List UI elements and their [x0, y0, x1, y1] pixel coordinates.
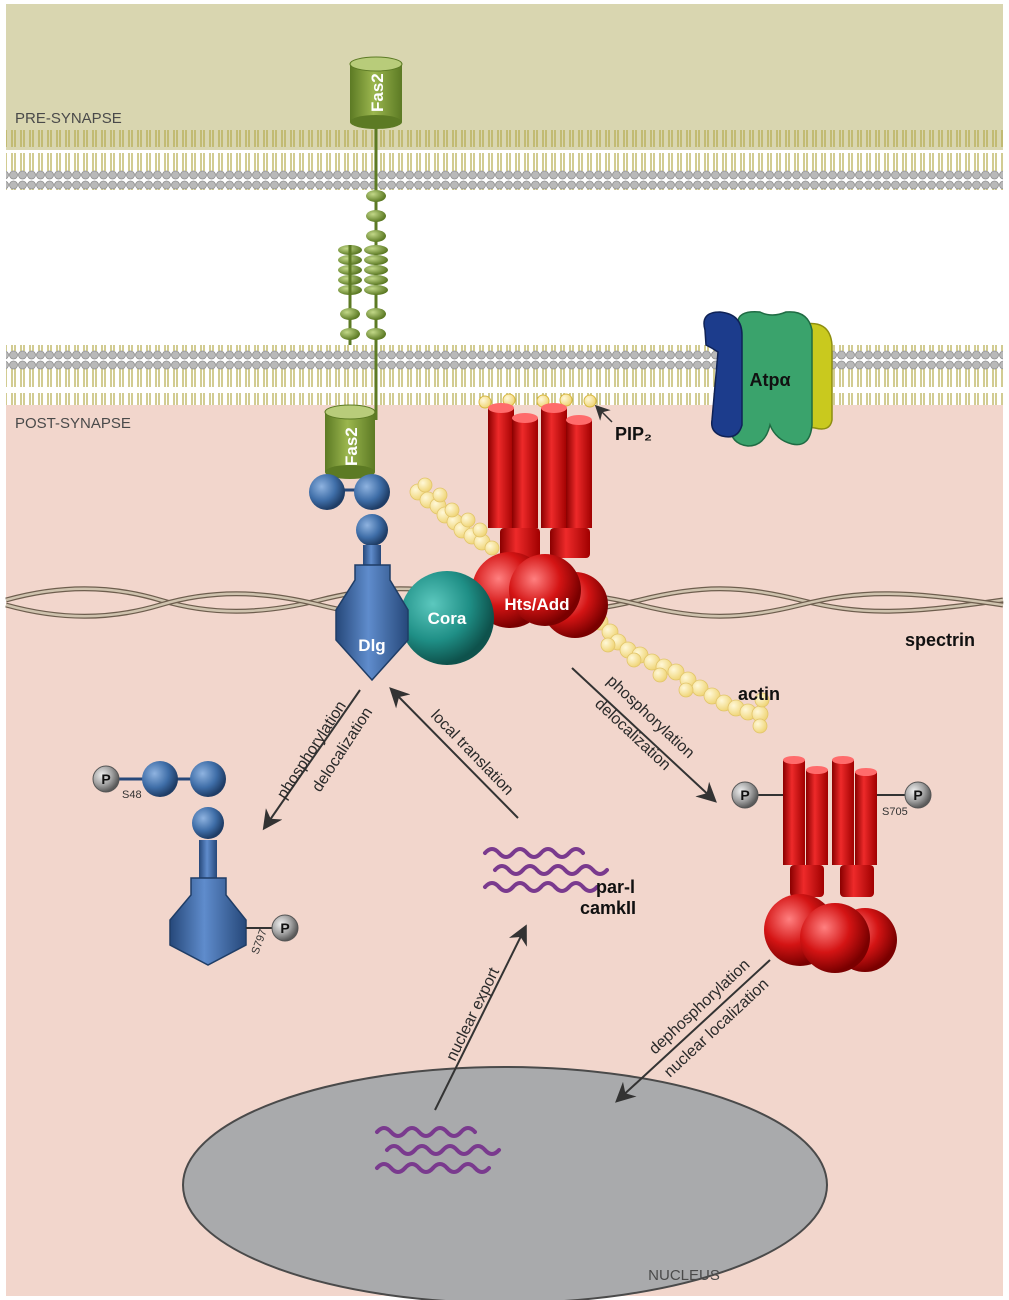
mrna-nucleus: [375, 1126, 501, 1174]
nucleus: [182, 1066, 828, 1300]
fas2-post-synaptic: Fas2: [324, 404, 376, 479]
hts-add-complex: Hts/Add: [472, 403, 608, 638]
phospho-badge-s797: P: [271, 914, 299, 942]
hts-add-label: Hts/Add: [504, 595, 569, 614]
phospho-badge-s48: P: [92, 765, 120, 793]
pip2-lipids: [478, 393, 597, 409]
cora-label: Cora: [428, 609, 467, 628]
pre-synapse-label: PRE-SYNAPSE: [15, 110, 122, 127]
atpa-label: Atpα: [749, 370, 790, 390]
mrna-cytoplasm: [483, 847, 609, 893]
fas2-ig-domains: [338, 190, 388, 345]
post-synaptic-membrane: [6, 345, 1003, 405]
pre-synaptic-membrane: [6, 130, 1003, 190]
pip2-label: PIP₂: [615, 424, 652, 444]
phospho-p-s705-right: P: [913, 787, 922, 803]
nucleus-label: NUCLEUS: [648, 1267, 720, 1284]
hts-add-phosphorylated: P P S705: [731, 756, 932, 973]
atpa-protein: Atpα: [703, 311, 833, 447]
mrna-label-par1: par-l: [596, 877, 635, 897]
fas2-pre-label: Fas2: [368, 73, 387, 112]
phospho-p-s48: P: [101, 771, 110, 787]
mrna-label-camkii: camkII: [580, 898, 636, 918]
actin-filament: [409, 477, 770, 734]
phospho-badge-s705-right: P: [904, 781, 932, 809]
dlg-label: Dlg: [358, 636, 385, 655]
spectrin-label: spectrin: [905, 630, 975, 650]
phospho-badge-s705-left: P: [731, 781, 759, 809]
s48-label: S48: [122, 789, 142, 801]
fas2-pre-synaptic: Fas2: [338, 56, 403, 420]
cora-protein: Cora: [400, 571, 494, 665]
pre-synapse-region: [6, 4, 1003, 150]
synaptic-cleft: [6, 190, 1003, 348]
phospho-p-s797: P: [280, 920, 289, 936]
s705-label: S705: [882, 806, 908, 818]
phospho-p-s705-left: P: [740, 787, 749, 803]
fas2-post-label: Fas2: [342, 427, 361, 466]
pip2-pointer: [594, 404, 613, 423]
dlg-protein: Dlg: [309, 474, 409, 682]
actin-label: actin: [738, 684, 780, 704]
post-synapse-label: POST-SYNAPSE: [15, 415, 131, 432]
